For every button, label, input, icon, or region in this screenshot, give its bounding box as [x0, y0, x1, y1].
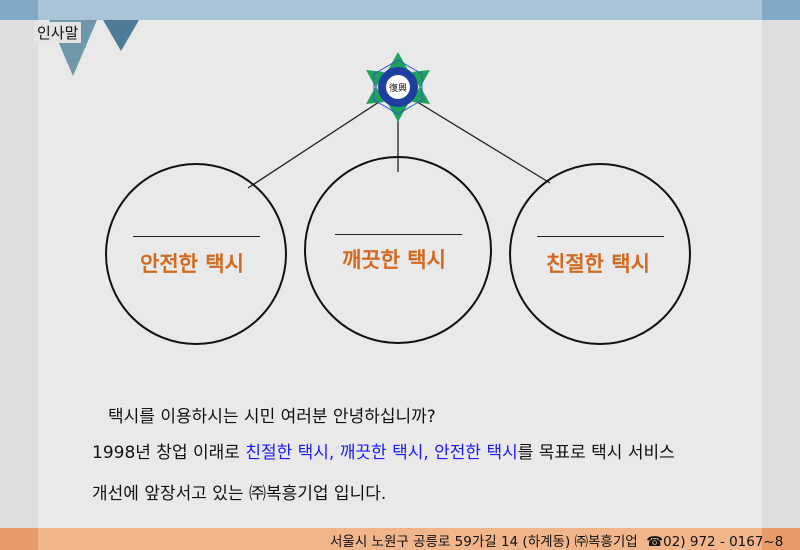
- value-circle: [304, 156, 492, 344]
- value-kind: 친절한 택시: [546, 252, 650, 276]
- value-clean: 깨끗한 택시: [342, 248, 446, 272]
- divider: [537, 236, 664, 237]
- left-strip: [0, 0, 38, 550]
- decor-triangle: [103, 20, 139, 51]
- footer-phone: ☎02) 972 - 0167~8: [646, 534, 784, 550]
- right-strip: [762, 0, 800, 550]
- divider: [133, 236, 260, 237]
- greeting-line-3: 개선에 앞장서고 있는 ㈜복흥기업 입니다.: [92, 484, 387, 504]
- greeting-line-2: 1998년 창업 이래로 친절한 택시, 깨끗한 택시, 안전한 택시를 목표로…: [92, 443, 675, 463]
- footer-address: 서울시 노원구 공릉로 59가길 14 (하계동) ㈜복흥기업 ☎02) 972…: [330, 534, 784, 550]
- value-circle: [509, 163, 691, 345]
- divider: [335, 234, 462, 235]
- company-logo: 復興: [366, 52, 430, 122]
- highlight-text: 친절한 택시, 깨끗한 택시, 안전한 택시: [245, 443, 518, 463]
- svg-text:復興: 復興: [389, 82, 407, 94]
- value-safe: 안전한 택시: [140, 252, 244, 276]
- footer-bar: [0, 528, 800, 550]
- top-bar: [0, 0, 800, 20]
- greeting-line-1: 택시를 이용하시는 시민 여러분 안녕하십니까?: [108, 407, 436, 427]
- value-circle: [105, 163, 287, 345]
- section-label: 인사말: [34, 22, 82, 43]
